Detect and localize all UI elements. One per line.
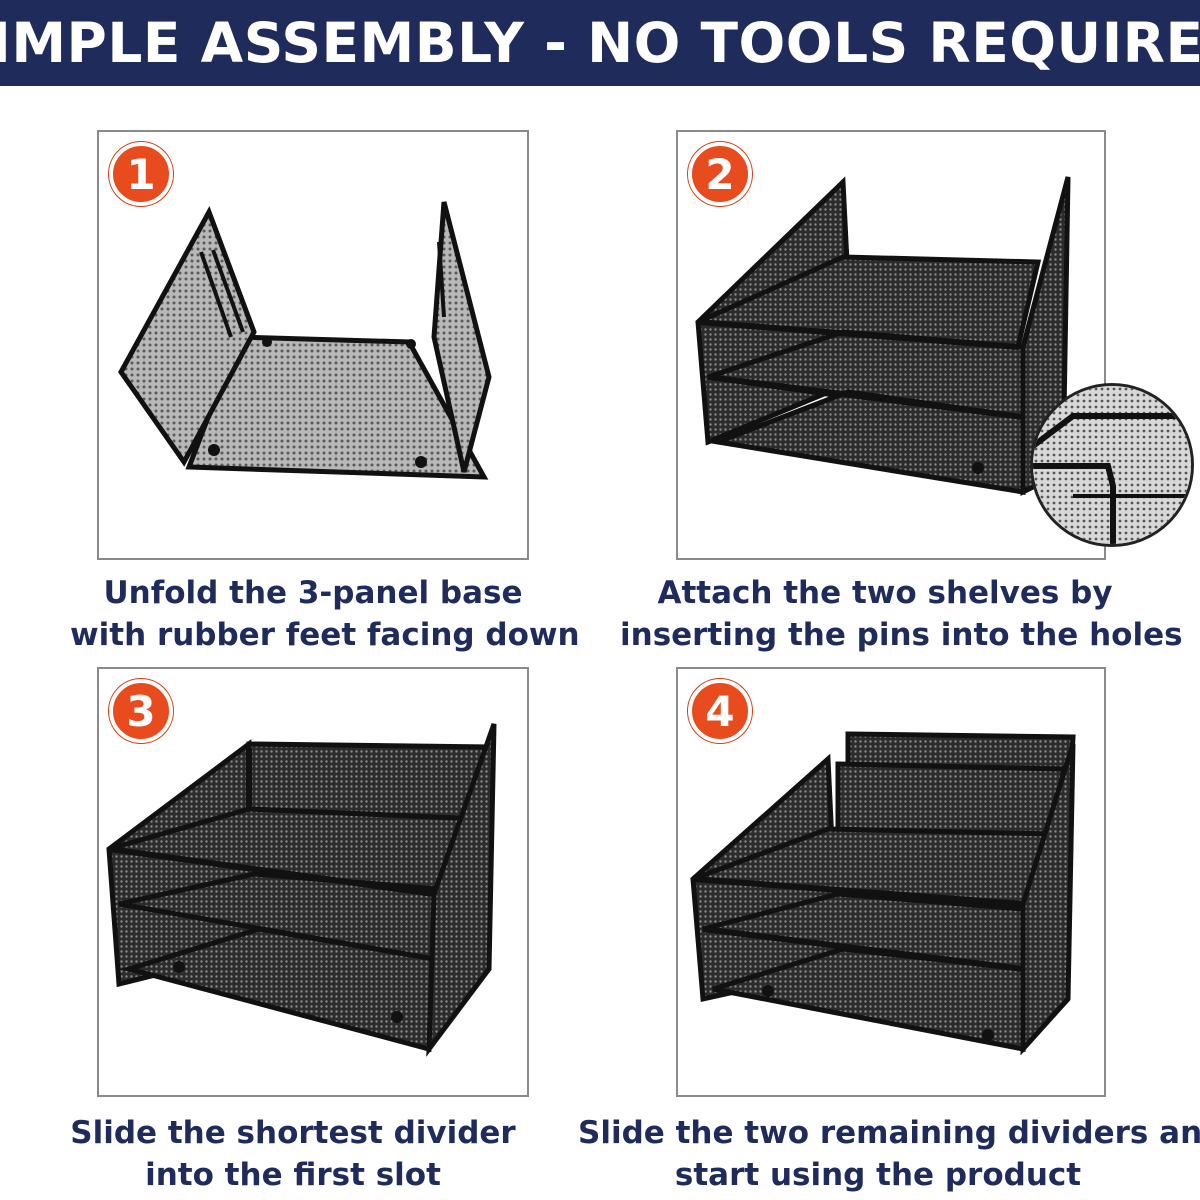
header-banner: SIMPLE ASSEMBLY - NO TOOLS REQUIRED [0, 0, 1200, 86]
mesh-organizer-with-shelves-illustration [695, 176, 1071, 497]
step-1-image: 1 [97, 130, 529, 560]
step-number-badge: 4 [688, 679, 752, 743]
step-4-image: 4 [676, 667, 1106, 1097]
page-title: SIMPLE ASSEMBLY - NO TOOLS REQUIRED [0, 11, 1200, 75]
step-2-caption: Attach the two shelves by inserting the … [620, 575, 1183, 653]
step-4-caption: Slide the two remaining dividers and sta… [578, 1115, 1200, 1193]
folding-mesh-base-illustration [118, 201, 492, 480]
step-3-caption: Slide the shortest divider into the firs… [70, 1115, 516, 1193]
step-3-image: 3 [97, 667, 529, 1097]
step-1-caption: Unfold the 3-panel base with rubber feet… [70, 575, 580, 653]
organizer-with-first-divider-illustration [106, 723, 497, 1057]
step-2-image: 2 [676, 130, 1106, 560]
pin-detail-zoom-inset [1030, 383, 1194, 547]
completed-desk-organizer-illustration [690, 731, 1076, 1056]
step-number-badge: 1 [109, 142, 173, 206]
pin-detail-illustration [1033, 386, 1191, 544]
step-number-badge: 3 [109, 679, 173, 743]
step-number-badge: 2 [688, 142, 752, 206]
